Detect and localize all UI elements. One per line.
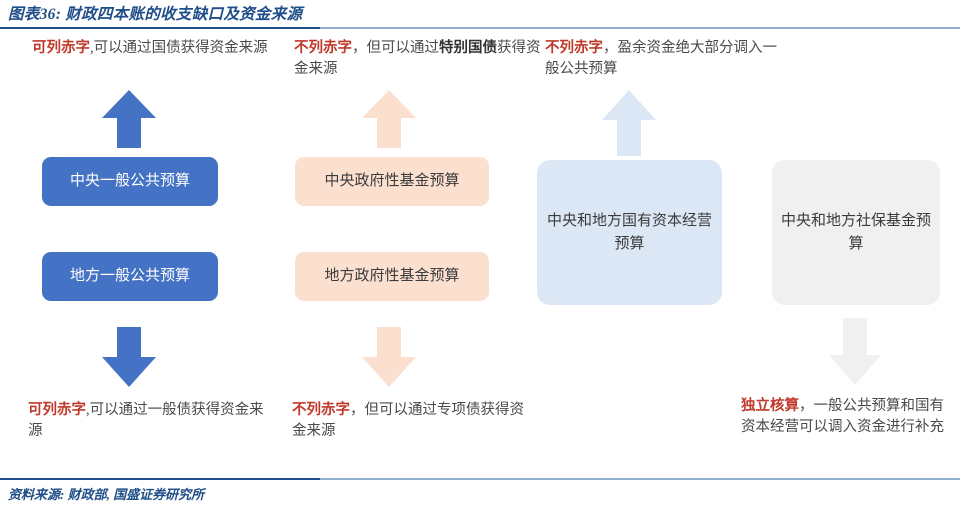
note-bottom-government-fund-budget: 不列赤字，但可以通过专项债获得资金来源 (292, 400, 537, 442)
box-label: 地方一般公共预算 (69, 268, 190, 284)
note-bottom-general-public-budget: 可列赤字,可以通过一般债获得资金来源 (28, 400, 278, 442)
note-body: ,可以通过一般债获得资金来源 (28, 402, 264, 439)
note-top-government-fund-budget: 不列赤字，但可以通过特别国债获得资金来源 (294, 38, 542, 80)
note-body: ，一般公共预算和国有资本经营可以调入资金进行补充 (741, 398, 944, 435)
arrow-up-light-blue-icon (598, 88, 660, 158)
box-local-general-public-budget[interactable]: 地方一般公共预算 (42, 252, 218, 301)
note-top-general-public-budget: 可列赤字,可以通过国债获得资金来源 (32, 38, 282, 59)
box-label: 中央一般公共预算 (69, 173, 190, 189)
box-label: 中央和地方社保基金预算 (780, 212, 931, 252)
arrow-down-peach-icon (358, 323, 420, 389)
note-highlight: 独立核算 (741, 398, 799, 414)
note-top-state-capital-operation-budget: 不列赤字，盈余资金绝大部分调入一般公共预算 (545, 38, 780, 80)
arrow-up-peach-icon (358, 88, 420, 150)
box-label: 地方政府性基金预算 (324, 268, 460, 284)
note-highlight: 不列赤字 (294, 40, 352, 56)
note-highlight: 不列赤字 (292, 402, 350, 418)
arrow-down-blue-icon (98, 323, 160, 389)
note-bottom-social-security-fund-budget: 独立核算，一般公共预算和国有资本经营可以调入资金进行补充 (735, 396, 950, 438)
page-title: 图表36: 财政四本账的收支缺口及资金来源 (8, 6, 303, 23)
title-divider-light (320, 27, 960, 29)
source-note: 资料来源: 财政部, 国盛证券研究所 (8, 487, 205, 502)
note-emphasis: 特别国债 (439, 40, 497, 56)
box-central-general-public-budget[interactable]: 中央一般公共预算 (42, 157, 218, 206)
note-highlight: 不列赤字 (545, 40, 603, 56)
note-body: ，盈余资金绝大部分调入一般公共预算 (545, 40, 777, 77)
note-highlight: 可列赤字 (32, 40, 90, 56)
note-body: ，但可以通过专项债获得资金来源 (292, 402, 524, 439)
box-central-government-fund-budget[interactable]: 中央政府性基金预算 (295, 157, 489, 206)
note-body: ,可以通过国债获得资金来源 (90, 40, 268, 56)
box-local-government-fund-budget[interactable]: 地方政府性基金预算 (295, 252, 489, 301)
box-central-local-social-security-fund-budget[interactable]: 中央和地方社保基金预算 (772, 160, 940, 305)
note-body-a: ，但可以通过 (352, 40, 439, 56)
box-label: 中央和地方国有资本经营预算 (546, 212, 712, 252)
footer-divider-light (320, 478, 960, 480)
arrow-down-gray-icon (826, 315, 884, 387)
box-central-local-state-capital-operation-budget[interactable]: 中央和地方国有资本经营预算 (537, 160, 722, 305)
arrow-up-blue-icon (98, 88, 160, 150)
note-highlight: 可列赤字 (28, 402, 86, 418)
note-body-b: 获得资金来源 (294, 40, 541, 77)
box-label: 中央政府性基金预算 (324, 173, 460, 189)
